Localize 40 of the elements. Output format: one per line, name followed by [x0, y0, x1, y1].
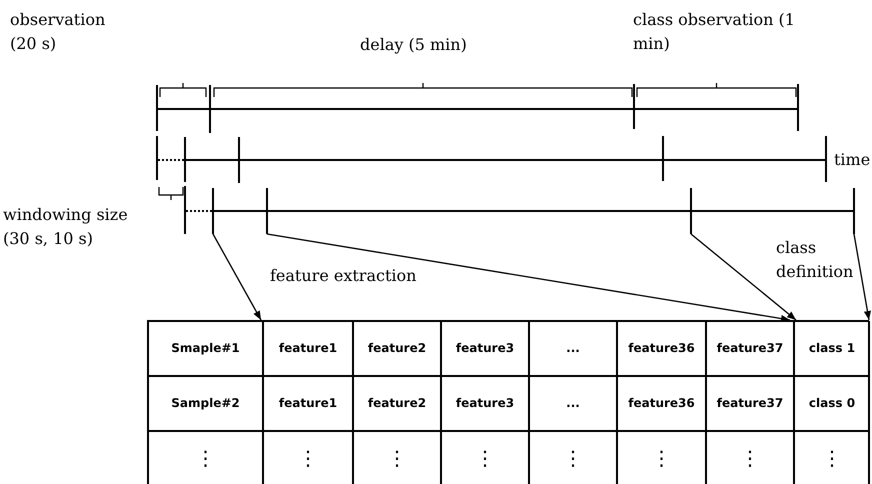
table-cell: feature2 — [353, 376, 441, 431]
tick-mark — [212, 188, 214, 234]
table-cell: feature2 — [353, 321, 441, 376]
tick-mark — [266, 188, 268, 234]
table-cell: Sample#2 — [148, 376, 263, 431]
table-cell: ⋮ — [617, 431, 706, 484]
table-cell: feature3 — [441, 376, 529, 431]
table-cell: feature36 — [617, 321, 706, 376]
annotation-text: feature extraction — [270, 265, 418, 287]
table-cell: ... — [529, 321, 617, 376]
tick-mark — [853, 188, 855, 234]
annotation-text: class observation (1 min) — [633, 9, 796, 55]
annotation-text: class definition — [776, 237, 854, 283]
table-cell: feature37 — [706, 376, 794, 431]
arrow — [853, 234, 871, 320]
table-cell: Smaple#1 — [148, 321, 263, 376]
table-cell: ⋮ — [529, 431, 617, 484]
table-cell: feature1 — [263, 376, 353, 431]
table-cell: ⋮ — [353, 431, 441, 484]
annotation-text: observation (20 s) — [10, 9, 106, 55]
table-cell: feature37 — [706, 321, 794, 376]
table-cell: ⋮ — [148, 431, 263, 484]
table-cell: ⋮ — [706, 431, 794, 484]
table-cell: feature36 — [617, 376, 706, 431]
table-cell: ⋮ — [441, 431, 529, 484]
table-cell: ⋮ — [794, 431, 870, 484]
arrow — [212, 234, 262, 320]
table-cell: feature3 — [441, 321, 529, 376]
annotation-text: delay (5 min) — [360, 34, 468, 56]
axis-label: time — [834, 149, 872, 171]
table-cell: ... — [529, 376, 617, 431]
table-cell: class 0 — [794, 376, 870, 431]
arrow — [690, 234, 796, 320]
data-table — [147, 320, 869, 484]
table-cell: feature1 — [263, 321, 353, 376]
table-cell: ⋮ — [263, 431, 353, 484]
table-cell: class 1 — [794, 321, 870, 376]
tick-mark — [690, 188, 692, 234]
annotation-text: windowing size (30 s, 10 s) — [3, 204, 129, 250]
arrow — [266, 233, 790, 322]
